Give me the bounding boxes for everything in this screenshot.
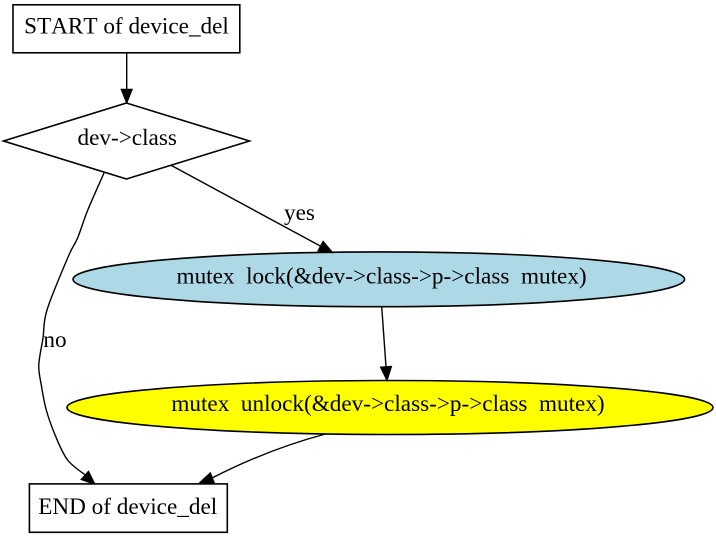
svg-text:mutex lock(&dev->class->p->cl: mutex lock(&dev->class->p->class mutex) (177, 264, 587, 290)
svg-text:END of device_del: END of device_del (38, 494, 217, 520)
svg-text:dev->class: dev->class (78, 125, 177, 151)
svg-text:mutex unlock(&dev->class->p->: mutex unlock(&dev->class->p->class mutex… (171, 391, 604, 417)
svg-text:yes: yes (284, 200, 315, 226)
svg-text:START of device_del: START of device_del (24, 13, 229, 39)
svg-text:no: no (43, 327, 66, 353)
